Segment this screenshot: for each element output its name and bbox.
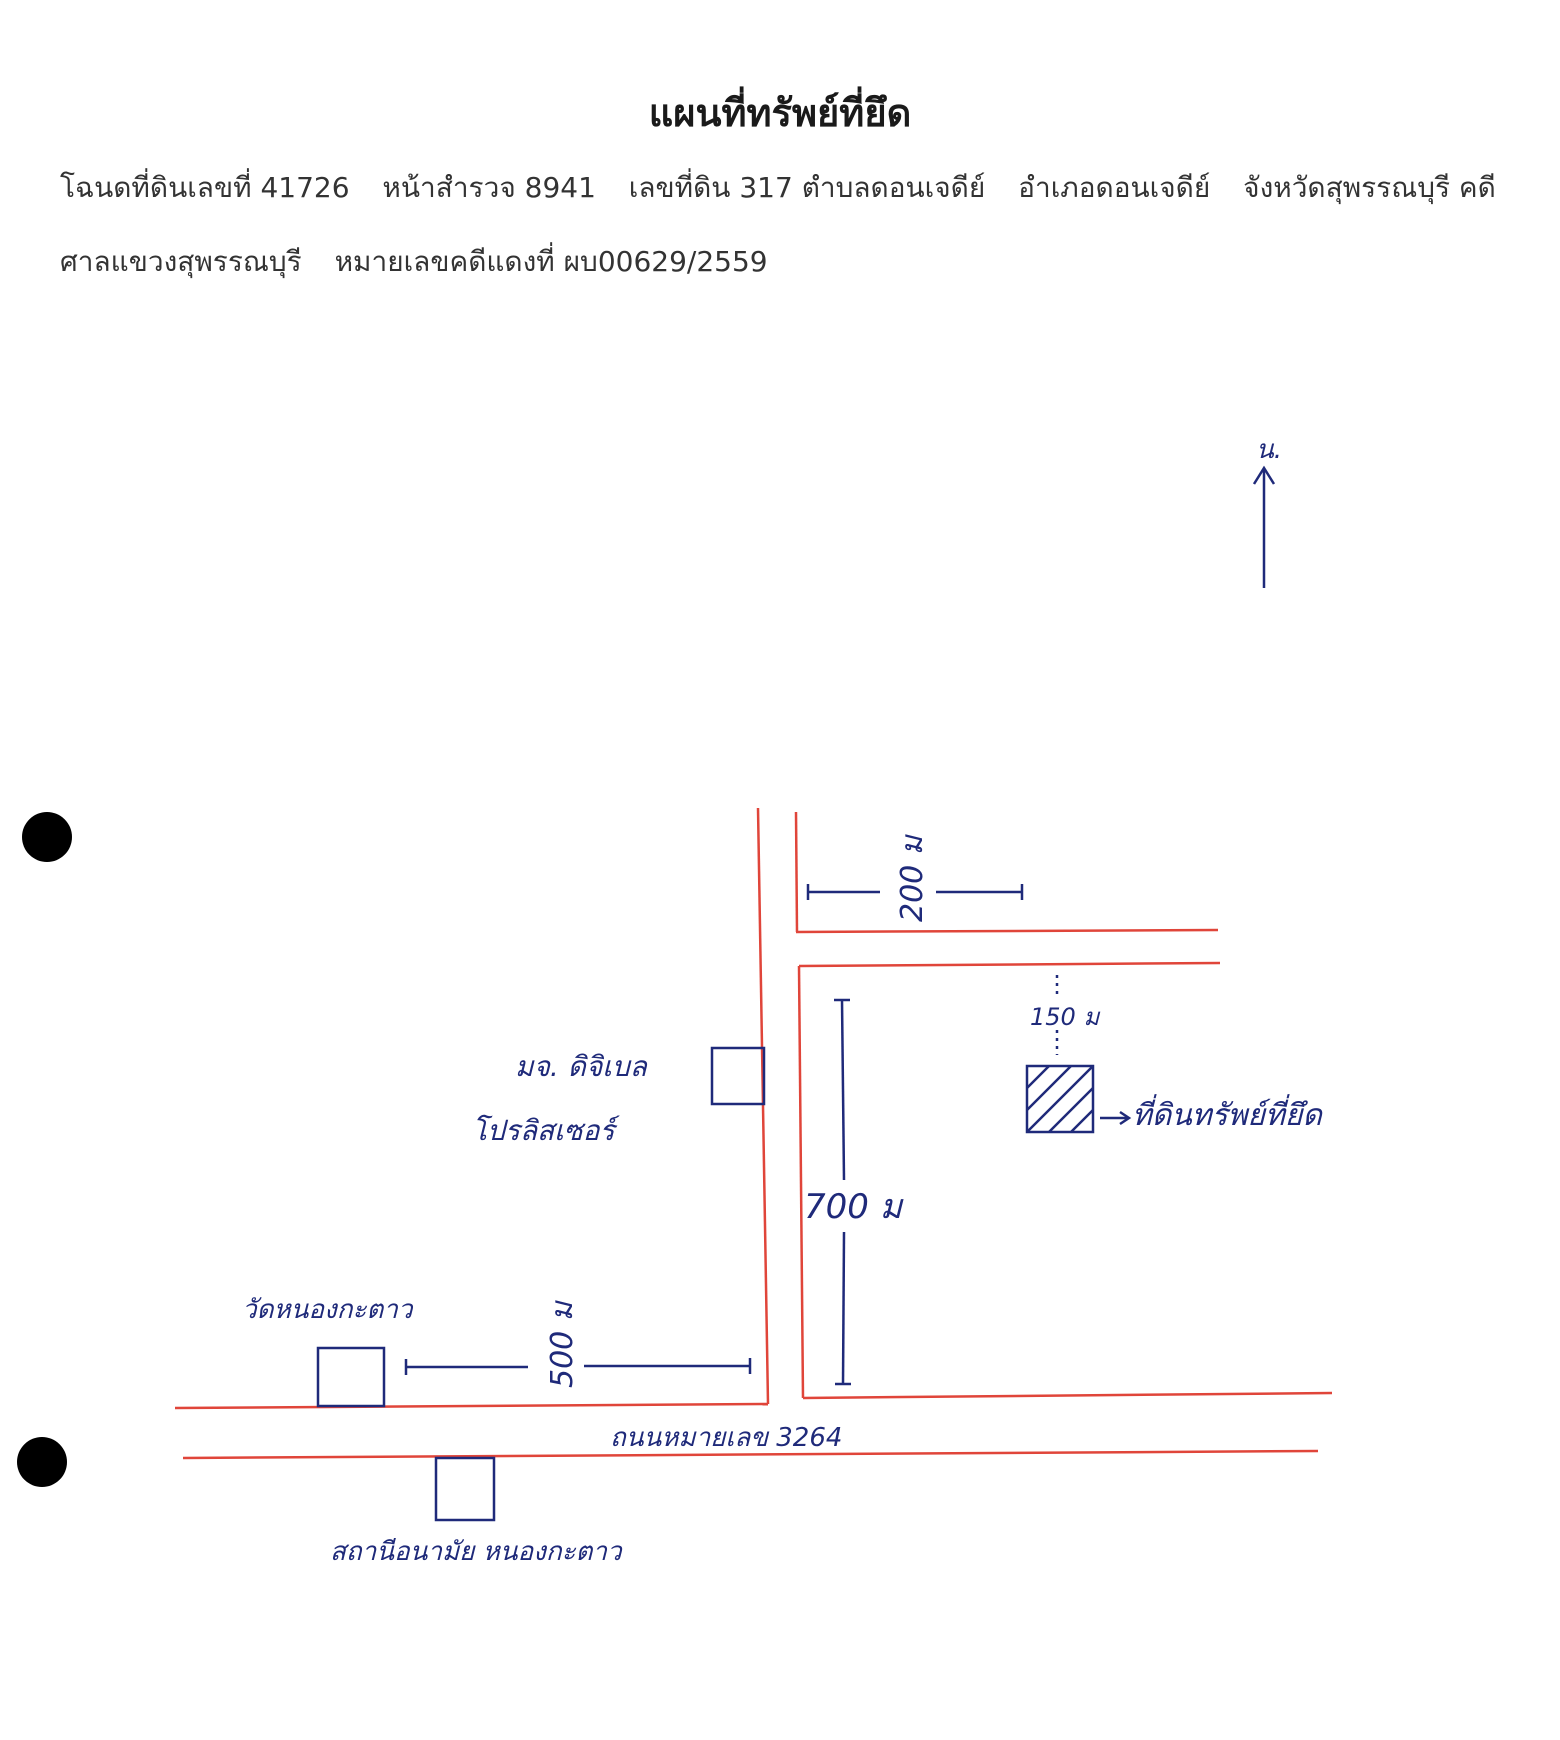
punch-hole-top	[22, 812, 72, 862]
deed-number: โฉนดที่ดินเลขที่ 41726	[60, 171, 350, 204]
distance-vertical-label: 700 ม	[804, 1187, 904, 1227]
dimension-vertical	[834, 998, 851, 1386]
distance-left-label: 500 ม	[545, 1299, 580, 1388]
health-station-building	[434, 1456, 496, 1522]
distance-plot-label: 150 ม	[1030, 1003, 1100, 1031]
case-number: หมายเลขคดีแดงที่ ผบ00629/2559	[334, 245, 768, 278]
temple-label: วัดหนองกะตาว	[242, 1295, 414, 1325]
description-line-2: ศาลแขวงสุพรรณบุรี หมายเลขคดีแดงที่ ผบ006…	[60, 240, 1520, 284]
upper-side-road	[795, 928, 1221, 968]
province-case: จังหวัดสุพรรณบุรี คดี	[1243, 171, 1496, 204]
distance-top-label: 200 ม	[895, 833, 930, 922]
vertical-road	[756, 807, 805, 1405]
arrow-right-icon	[1100, 1110, 1132, 1126]
seized-land-label: ที่ดินทรัพย์ที่ยึด	[1132, 1094, 1323, 1133]
shop-label-line2: โปรลิสเซอร์	[472, 1114, 621, 1147]
shop-building	[710, 1046, 766, 1106]
north-label: น.	[1256, 435, 1282, 465]
district: อำเภอดอนเจดีย์	[1018, 171, 1211, 204]
seized-plot	[1025, 1064, 1095, 1134]
main-road-3264	[174, 1391, 1333, 1460]
land-number-subdistrict: เลขที่ดิน 317 ตำบลดอนเจดีย์	[628, 171, 986, 204]
dimension-top	[806, 884, 1024, 900]
health-station-label: สถานีอนามัย หนองกะตาว	[330, 1537, 623, 1567]
north-arrow-icon	[1252, 465, 1276, 588]
court-name: ศาลแขวงสุพรรณบุรี	[60, 245, 302, 278]
shop-label-line1: มจ. ดิจิเบล	[515, 1050, 649, 1083]
punch-hole-bottom	[17, 1437, 67, 1487]
dimension-left	[404, 1358, 752, 1375]
survey-page: หน้าสำรวจ 8941	[382, 171, 596, 204]
temple-building	[316, 1346, 386, 1408]
road-label: ถนนหมายเลข 3264	[610, 1423, 842, 1453]
page-title: แผนที่ทรัพย์ที่ยึด	[648, 90, 912, 135]
description-line-1: โฉนดที่ดินเลขที่ 41726 หน้าสำรวจ 8941 เล…	[60, 166, 1520, 210]
